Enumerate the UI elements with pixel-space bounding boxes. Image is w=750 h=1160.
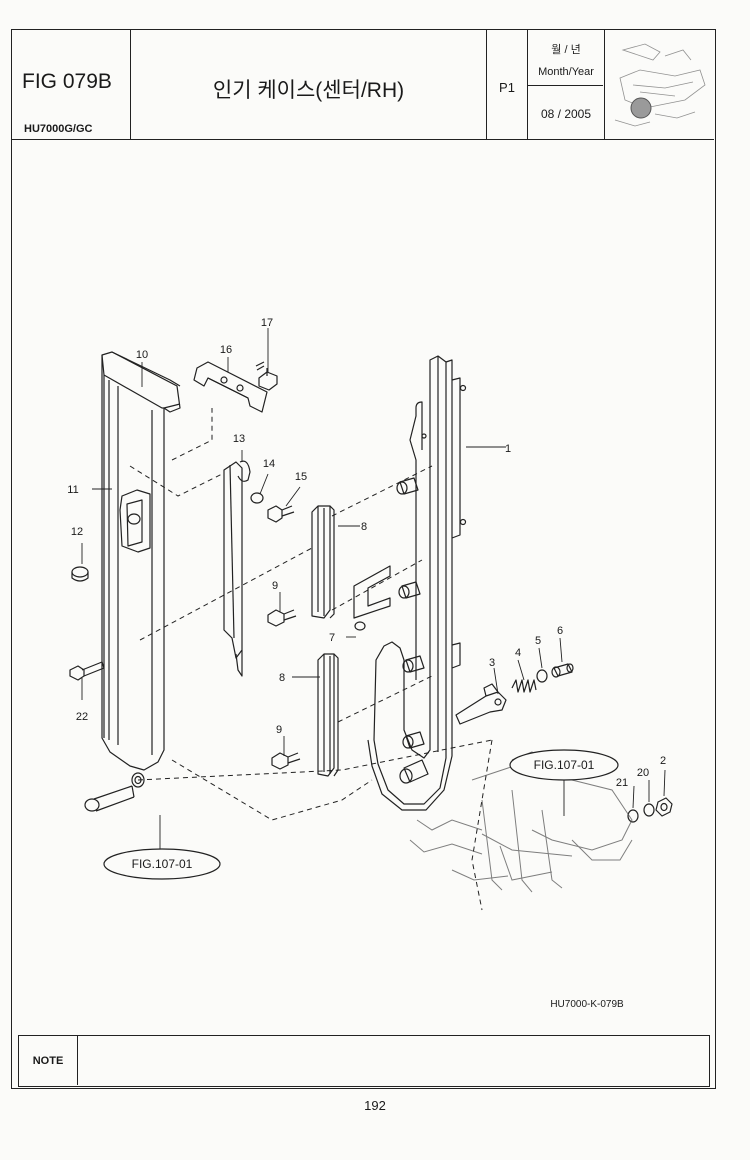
reference-left: FIG.107-01	[132, 857, 193, 871]
callout-1: 1	[505, 443, 511, 455]
washer-part-21	[627, 809, 639, 823]
date-label-korean: 월 / 년	[551, 44, 581, 56]
slide-guide-part-lower	[317, 653, 339, 777]
callout-6: 6	[557, 625, 563, 637]
title-block: FIG 079B HU7000G/GC 인기 케이스(센터/RH) P1 월 /…	[12, 30, 714, 140]
callout-8-upper: 8	[361, 521, 367, 533]
reference-labels: FIG.107-01 FIG.107-01	[132, 758, 595, 871]
page-code: P1	[499, 80, 515, 95]
lever-part-3	[455, 683, 507, 725]
callout-4: 4	[515, 647, 521, 659]
bolt-part-9-upper	[267, 609, 297, 627]
reference-oval-left	[103, 848, 221, 880]
main-frame-part	[353, 355, 467, 811]
callout-14: 14	[263, 458, 275, 470]
callout-16: 16	[220, 344, 232, 356]
machine-thumbnail-image	[614, 43, 706, 127]
slide-guide-part-upper	[311, 505, 335, 619]
figure-code: FIG 079B	[22, 70, 112, 93]
washer-part-20	[643, 803, 655, 817]
callout-22: 22	[76, 711, 88, 723]
parts-diagram: 1 2 3 4 5 6 7 8 8 9 9 10 11 12 13 14 15 …	[12, 140, 714, 1033]
lever-bar-part	[223, 460, 251, 677]
assembly-guide-lines	[129, 408, 493, 911]
callout-13: 13	[233, 433, 245, 445]
callout-3: 3	[489, 657, 495, 669]
note-label: NOTE	[19, 1036, 78, 1085]
bolt-part-17	[255, 361, 278, 391]
reference-oval-right	[509, 749, 619, 781]
title-cell: 인기 케이스(센터/RH)	[131, 30, 487, 139]
callout-12: 12	[71, 526, 83, 538]
nut-part-7	[354, 621, 366, 631]
washer-part-5	[536, 669, 548, 683]
page-code-cell: P1	[487, 30, 528, 139]
callout-numbers: 1 2 3 4 5 6 7 8 8 9 9 10 11 12 13 14 15 …	[67, 317, 666, 789]
callout-7: 7	[329, 632, 335, 644]
date-cell: 월 / 년 Month/Year 08 / 2005	[528, 30, 605, 139]
drawing-code: HU7000-K-079B	[550, 999, 624, 1010]
exploded-view-drawing: 1 2 3 4 5 6 7 8 8 9 9 10 11 12 13 14 15 …	[67, 317, 673, 1010]
callout-20: 20	[637, 767, 649, 779]
callout-8-lower: 8	[279, 672, 285, 684]
bolt-part-22	[69, 661, 105, 681]
callout-15: 15	[295, 471, 307, 483]
reference-right: FIG.107-01	[534, 758, 595, 772]
callout-5: 5	[535, 635, 541, 647]
leader-lines	[81, 328, 666, 852]
callout-21: 21	[616, 777, 628, 789]
bolt-part-15	[267, 505, 295, 523]
spring-part	[511, 679, 537, 693]
knob-part	[71, 566, 89, 582]
reference-frame-assembly	[409, 751, 633, 893]
callout-17: 17	[261, 317, 273, 329]
figure-id-cell: FIG 079B HU7000G/GC	[12, 30, 131, 139]
clamp-plate-part	[193, 361, 268, 413]
drawing-frame: FIG 079B HU7000G/GC 인기 케이스(센터/RH) P1 월 /…	[11, 29, 716, 1089]
nut-part-2	[655, 797, 673, 817]
callout-2: 2	[660, 755, 666, 767]
washer-part-14	[250, 492, 264, 504]
callout-9-upper: 9	[272, 580, 278, 592]
pin-part	[84, 785, 135, 812]
page-number: 192	[364, 1098, 386, 1113]
callout-9-lower: 9	[276, 724, 282, 736]
figure-title: 인기 케이스(센터/RH)	[212, 79, 405, 102]
date-label-english: Month/Year	[538, 66, 594, 78]
callout-10: 10	[136, 349, 148, 361]
bolt-part-9-lower	[271, 752, 301, 770]
note-row: NOTE	[18, 1035, 710, 1087]
model-code: HU7000G/GC	[24, 123, 93, 135]
machine-thumbnail-cell	[605, 30, 714, 139]
date-value: 08 / 2005	[540, 107, 592, 121]
bolt-part-6	[551, 663, 574, 678]
side-cover-part	[101, 351, 181, 788]
callout-11: 11	[67, 484, 78, 496]
